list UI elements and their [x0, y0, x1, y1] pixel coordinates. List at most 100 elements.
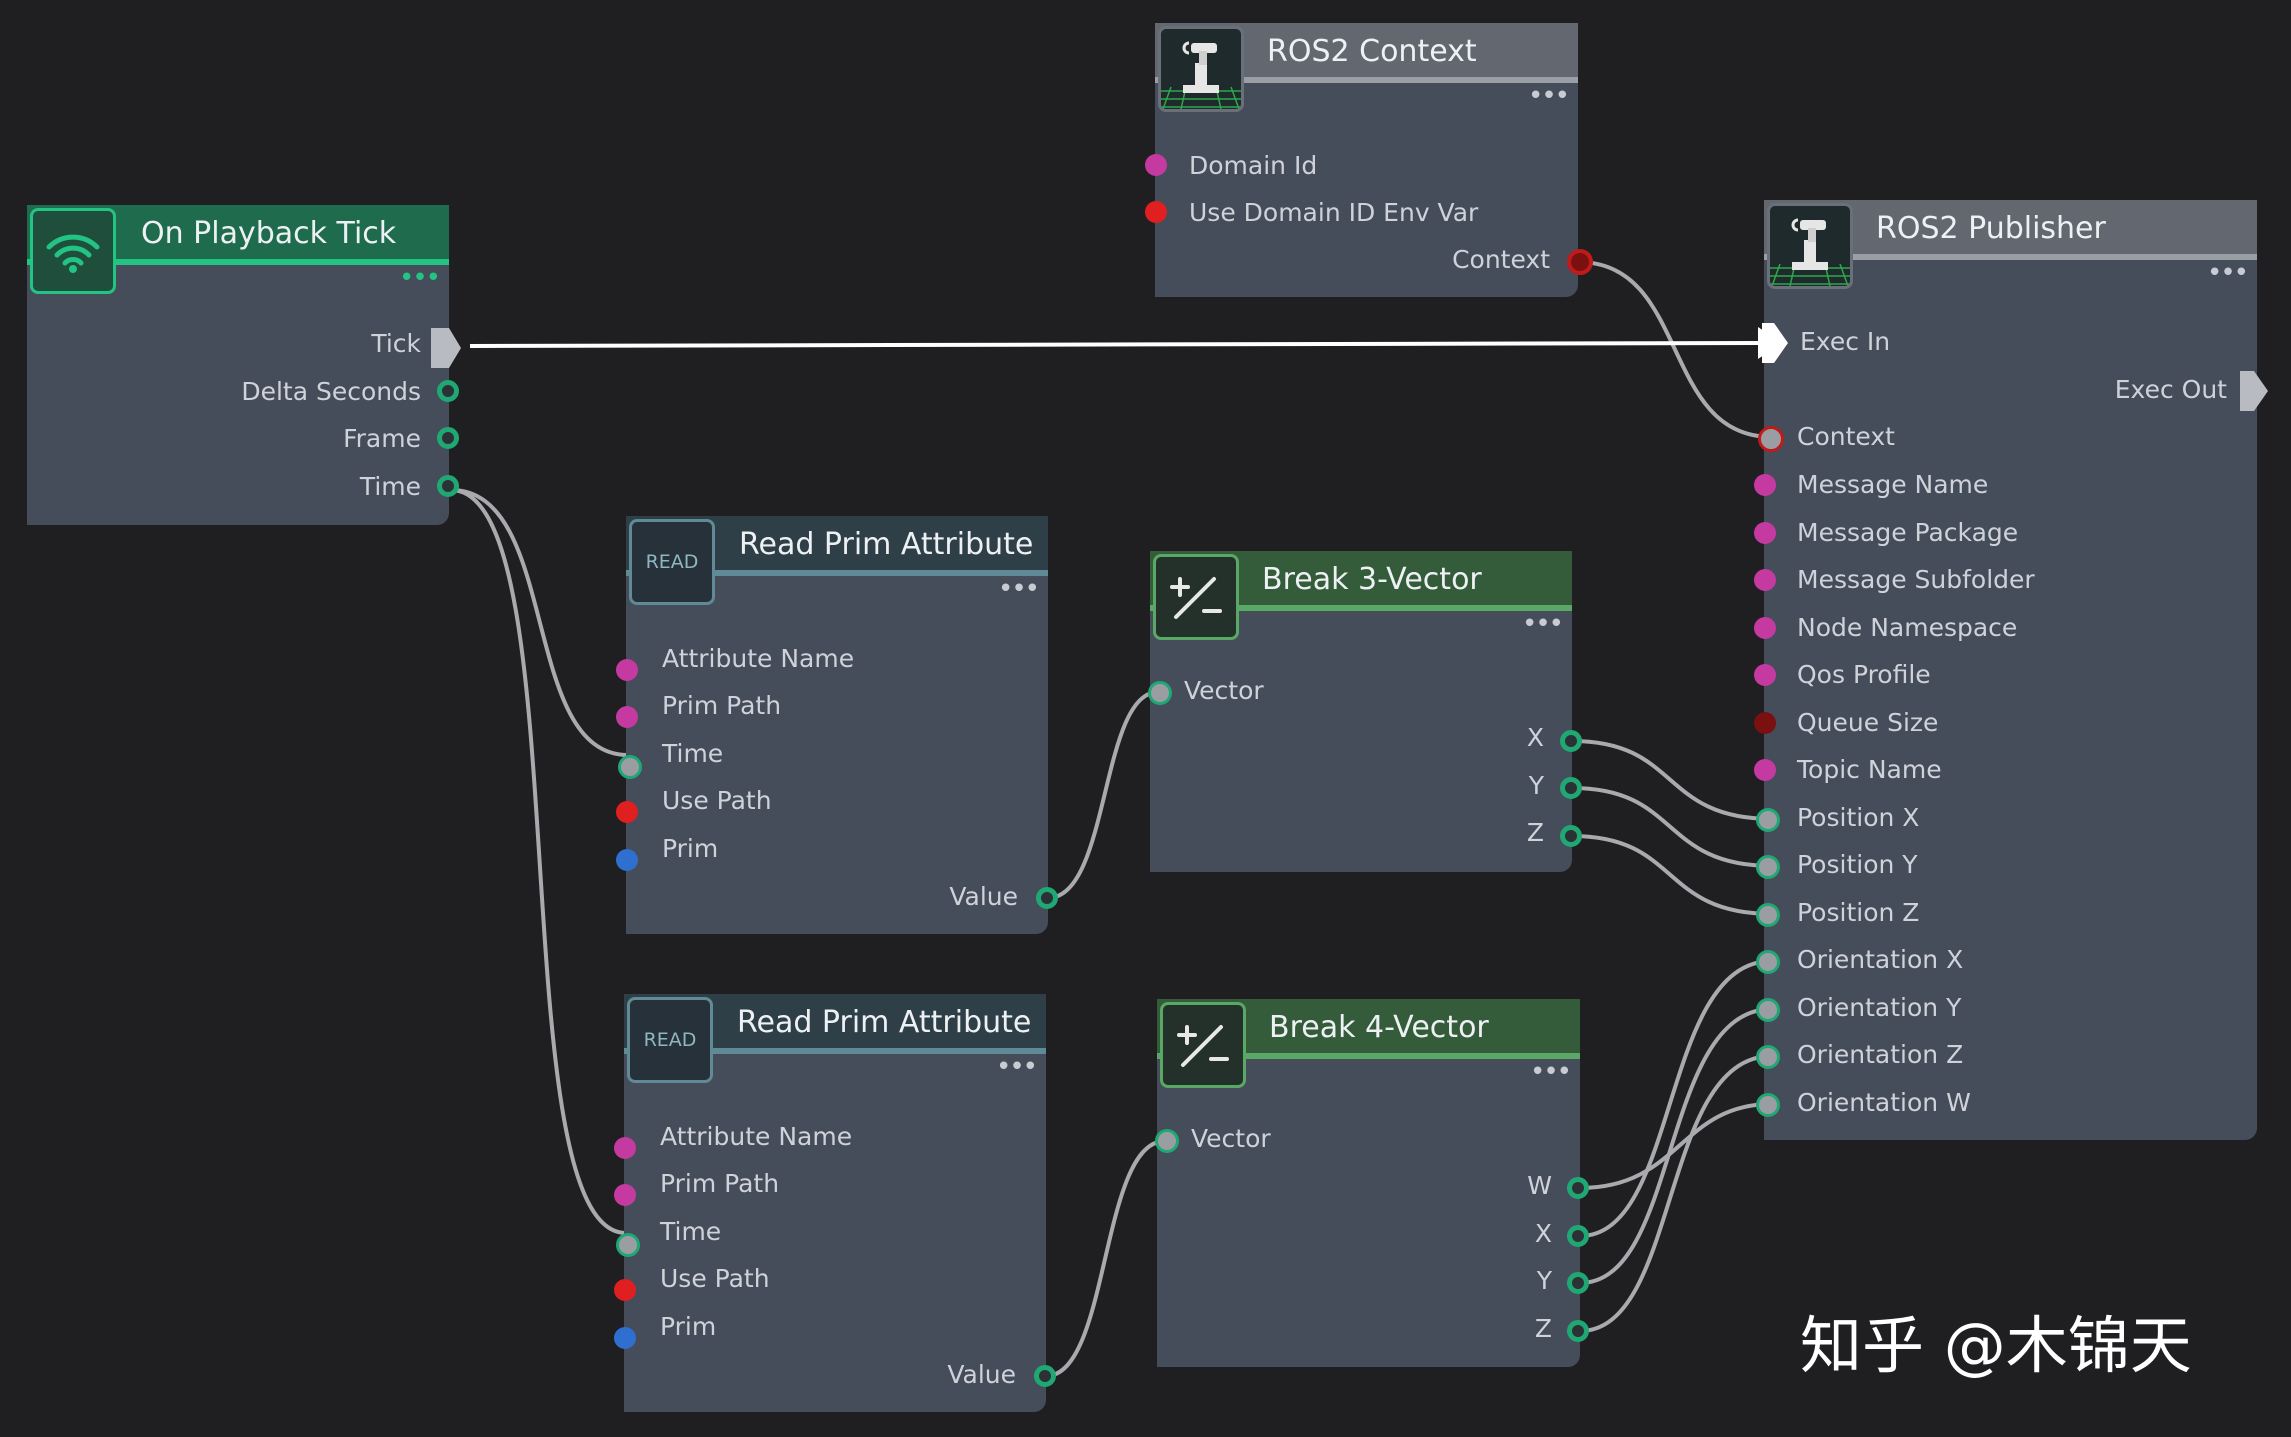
pin-prim[interactable]	[616, 849, 638, 871]
pin-prim[interactable]	[614, 1327, 636, 1349]
port-prim-path-label: Prim Path	[662, 691, 782, 720]
pin-z[interactable]	[1567, 1320, 1589, 1342]
pin-message-package[interactable]	[1754, 522, 1776, 544]
port-tick-label: Tick	[371, 329, 421, 358]
pin-topic-name[interactable]	[1754, 759, 1776, 781]
pin-position-y[interactable]	[1756, 855, 1780, 879]
pin-y[interactable]	[1560, 777, 1582, 799]
port-prim-label: Prim	[660, 1312, 717, 1341]
pin-y[interactable]	[1567, 1272, 1589, 1294]
read-icon: READ	[629, 519, 715, 605]
node-title: Read Prim Attribute	[737, 1005, 1032, 1040]
more-options-icon[interactable]: •••	[995, 1052, 1038, 1082]
pin-orientation-x[interactable]	[1756, 950, 1780, 974]
port-x-label: X	[1526, 723, 1544, 752]
pin-value[interactable]	[1036, 887, 1058, 909]
exec-in-pin[interactable]	[1762, 323, 1792, 363]
node-title: Break 4-Vector	[1269, 1010, 1489, 1045]
pin-attribute-name[interactable]	[614, 1137, 636, 1159]
port-prim-path-label: Prim Path	[660, 1169, 780, 1198]
pin-orientation-y[interactable]	[1756, 998, 1780, 1022]
node-break-4-vector[interactable]: Break 4-Vector ••• Vector W X Y Z	[1155, 999, 1589, 1367]
pin-orientation-w[interactable]	[1756, 1093, 1780, 1117]
pin-vector[interactable]	[1155, 1129, 1179, 1153]
port-context-label: Context	[1797, 422, 1895, 451]
pin-attribute-name[interactable]	[616, 659, 638, 681]
pin-message-name[interactable]	[1754, 474, 1776, 496]
wire-x-orix	[1579, 959, 1773, 1238]
robot-arm-icon	[1767, 203, 1853, 289]
port-y-label: Y	[1536, 1266, 1552, 1295]
wire-value1-vector3	[1047, 690, 1159, 900]
port-z-label: Z	[1526, 818, 1544, 847]
node-on-playback-tick[interactable]: On Playback Tick ••• Tick Delta Seconds …	[27, 205, 461, 525]
pin-prim-path[interactable]	[616, 706, 638, 728]
pin-context-out[interactable]	[1567, 249, 1593, 275]
pin-time[interactable]	[437, 475, 459, 497]
pin-use-path[interactable]	[614, 1279, 636, 1301]
port-w-label: W	[1527, 1171, 1552, 1200]
pin-orientation-z[interactable]	[1756, 1045, 1780, 1069]
pin-frame[interactable]	[437, 427, 459, 449]
node-read-prim-attribute-1[interactable]: Read Prim Attribute READ ••• Attribute N…	[616, 516, 1058, 934]
port-qos-profile-label: Qos Profile	[1797, 660, 1931, 689]
port-use-path-label: Use Path	[662, 786, 772, 815]
plus-minus-icon	[1153, 554, 1239, 640]
more-options-icon[interactable]: •••	[1527, 81, 1570, 111]
pin-qos-profile[interactable]	[1754, 664, 1776, 686]
more-options-icon[interactable]: •••	[997, 574, 1040, 604]
pin-value[interactable]	[1034, 1365, 1056, 1387]
pin-position-x[interactable]	[1756, 808, 1780, 832]
pin-x[interactable]	[1567, 1225, 1589, 1247]
node-break-3-vector[interactable]: Break 3-Vector ••• Vector X Y Z	[1148, 551, 1582, 872]
pin-delta-seconds[interactable]	[437, 380, 459, 402]
node-read-prim-attribute-2[interactable]: Read Prim Attribute READ ••• Attribute N…	[614, 994, 1056, 1412]
exec-wire	[469, 341, 1763, 348]
pin-z[interactable]	[1560, 825, 1582, 847]
pin-x[interactable]	[1560, 730, 1582, 752]
port-topic-name-label: Topic Name	[1797, 755, 1942, 784]
port-use-path-label: Use Path	[660, 1264, 770, 1293]
wifi-signal-icon	[30, 208, 116, 294]
port-x-label: X	[1534, 1219, 1552, 1248]
pin-use-domain-id-env-var[interactable]	[1145, 201, 1167, 223]
more-options-icon[interactable]: •••	[1521, 609, 1564, 639]
pin-w[interactable]	[1567, 1177, 1589, 1199]
pin-time[interactable]	[618, 755, 642, 779]
pin-context-in[interactable]	[1758, 426, 1784, 452]
pin-use-path[interactable]	[616, 801, 638, 823]
port-orientation-z-label: Orientation Z	[1797, 1040, 1964, 1069]
port-frame-label: Frame	[343, 424, 421, 453]
robot-arm-icon	[1158, 26, 1244, 112]
more-options-icon[interactable]: •••	[2206, 258, 2249, 288]
pin-vector[interactable]	[1148, 681, 1172, 705]
port-attribute-name-label: Attribute Name	[662, 644, 855, 673]
port-position-y-label: Position Y	[1797, 850, 1918, 879]
watermark: 知乎 @木锦天	[1800, 1309, 2192, 1382]
pin-message-subfolder[interactable]	[1754, 569, 1776, 591]
pin-queue-size[interactable]	[1754, 712, 1776, 734]
pin-domain-id[interactable]	[1145, 154, 1167, 176]
pin-node-namespace[interactable]	[1754, 617, 1776, 639]
exec-out-pin[interactable]	[2240, 371, 2280, 411]
pin-position-z[interactable]	[1756, 903, 1780, 927]
pin-time[interactable]	[616, 1233, 640, 1257]
port-node-namespace-label: Node Namespace	[1797, 613, 2018, 642]
port-orientation-x-label: Orientation X	[1797, 945, 1964, 974]
node-title: Read Prim Attribute	[739, 527, 1034, 562]
more-options-icon[interactable]: •••	[1529, 1057, 1572, 1087]
node-title: ROS2 Context	[1267, 34, 1477, 69]
pin-prim-path[interactable]	[614, 1184, 636, 1206]
wire-context	[1577, 260, 1773, 439]
read-icon-label: READ	[643, 1029, 697, 1051]
port-exec-out-label: Exec Out	[2114, 375, 2227, 404]
wire-time-read1	[450, 488, 629, 757]
port-delta-seconds-label: Delta Seconds	[241, 377, 421, 406]
node-ros2-context[interactable]: ROS2 Context ••• Domain Id Use Domain ID…	[1145, 23, 1593, 297]
port-domain-id-label: Domain Id	[1189, 151, 1318, 180]
port-use-domain-id-env-var-label: Use Domain ID Env Var	[1189, 198, 1479, 227]
wire-y-oriy	[1579, 1007, 1773, 1285]
more-options-icon[interactable]: •••	[398, 263, 441, 293]
node-ros2-publisher[interactable]: ROS2 Publisher ••• Exec In Exec Out Cont…	[1754, 200, 2268, 1140]
wire-w-oriw	[1579, 1102, 1773, 1190]
